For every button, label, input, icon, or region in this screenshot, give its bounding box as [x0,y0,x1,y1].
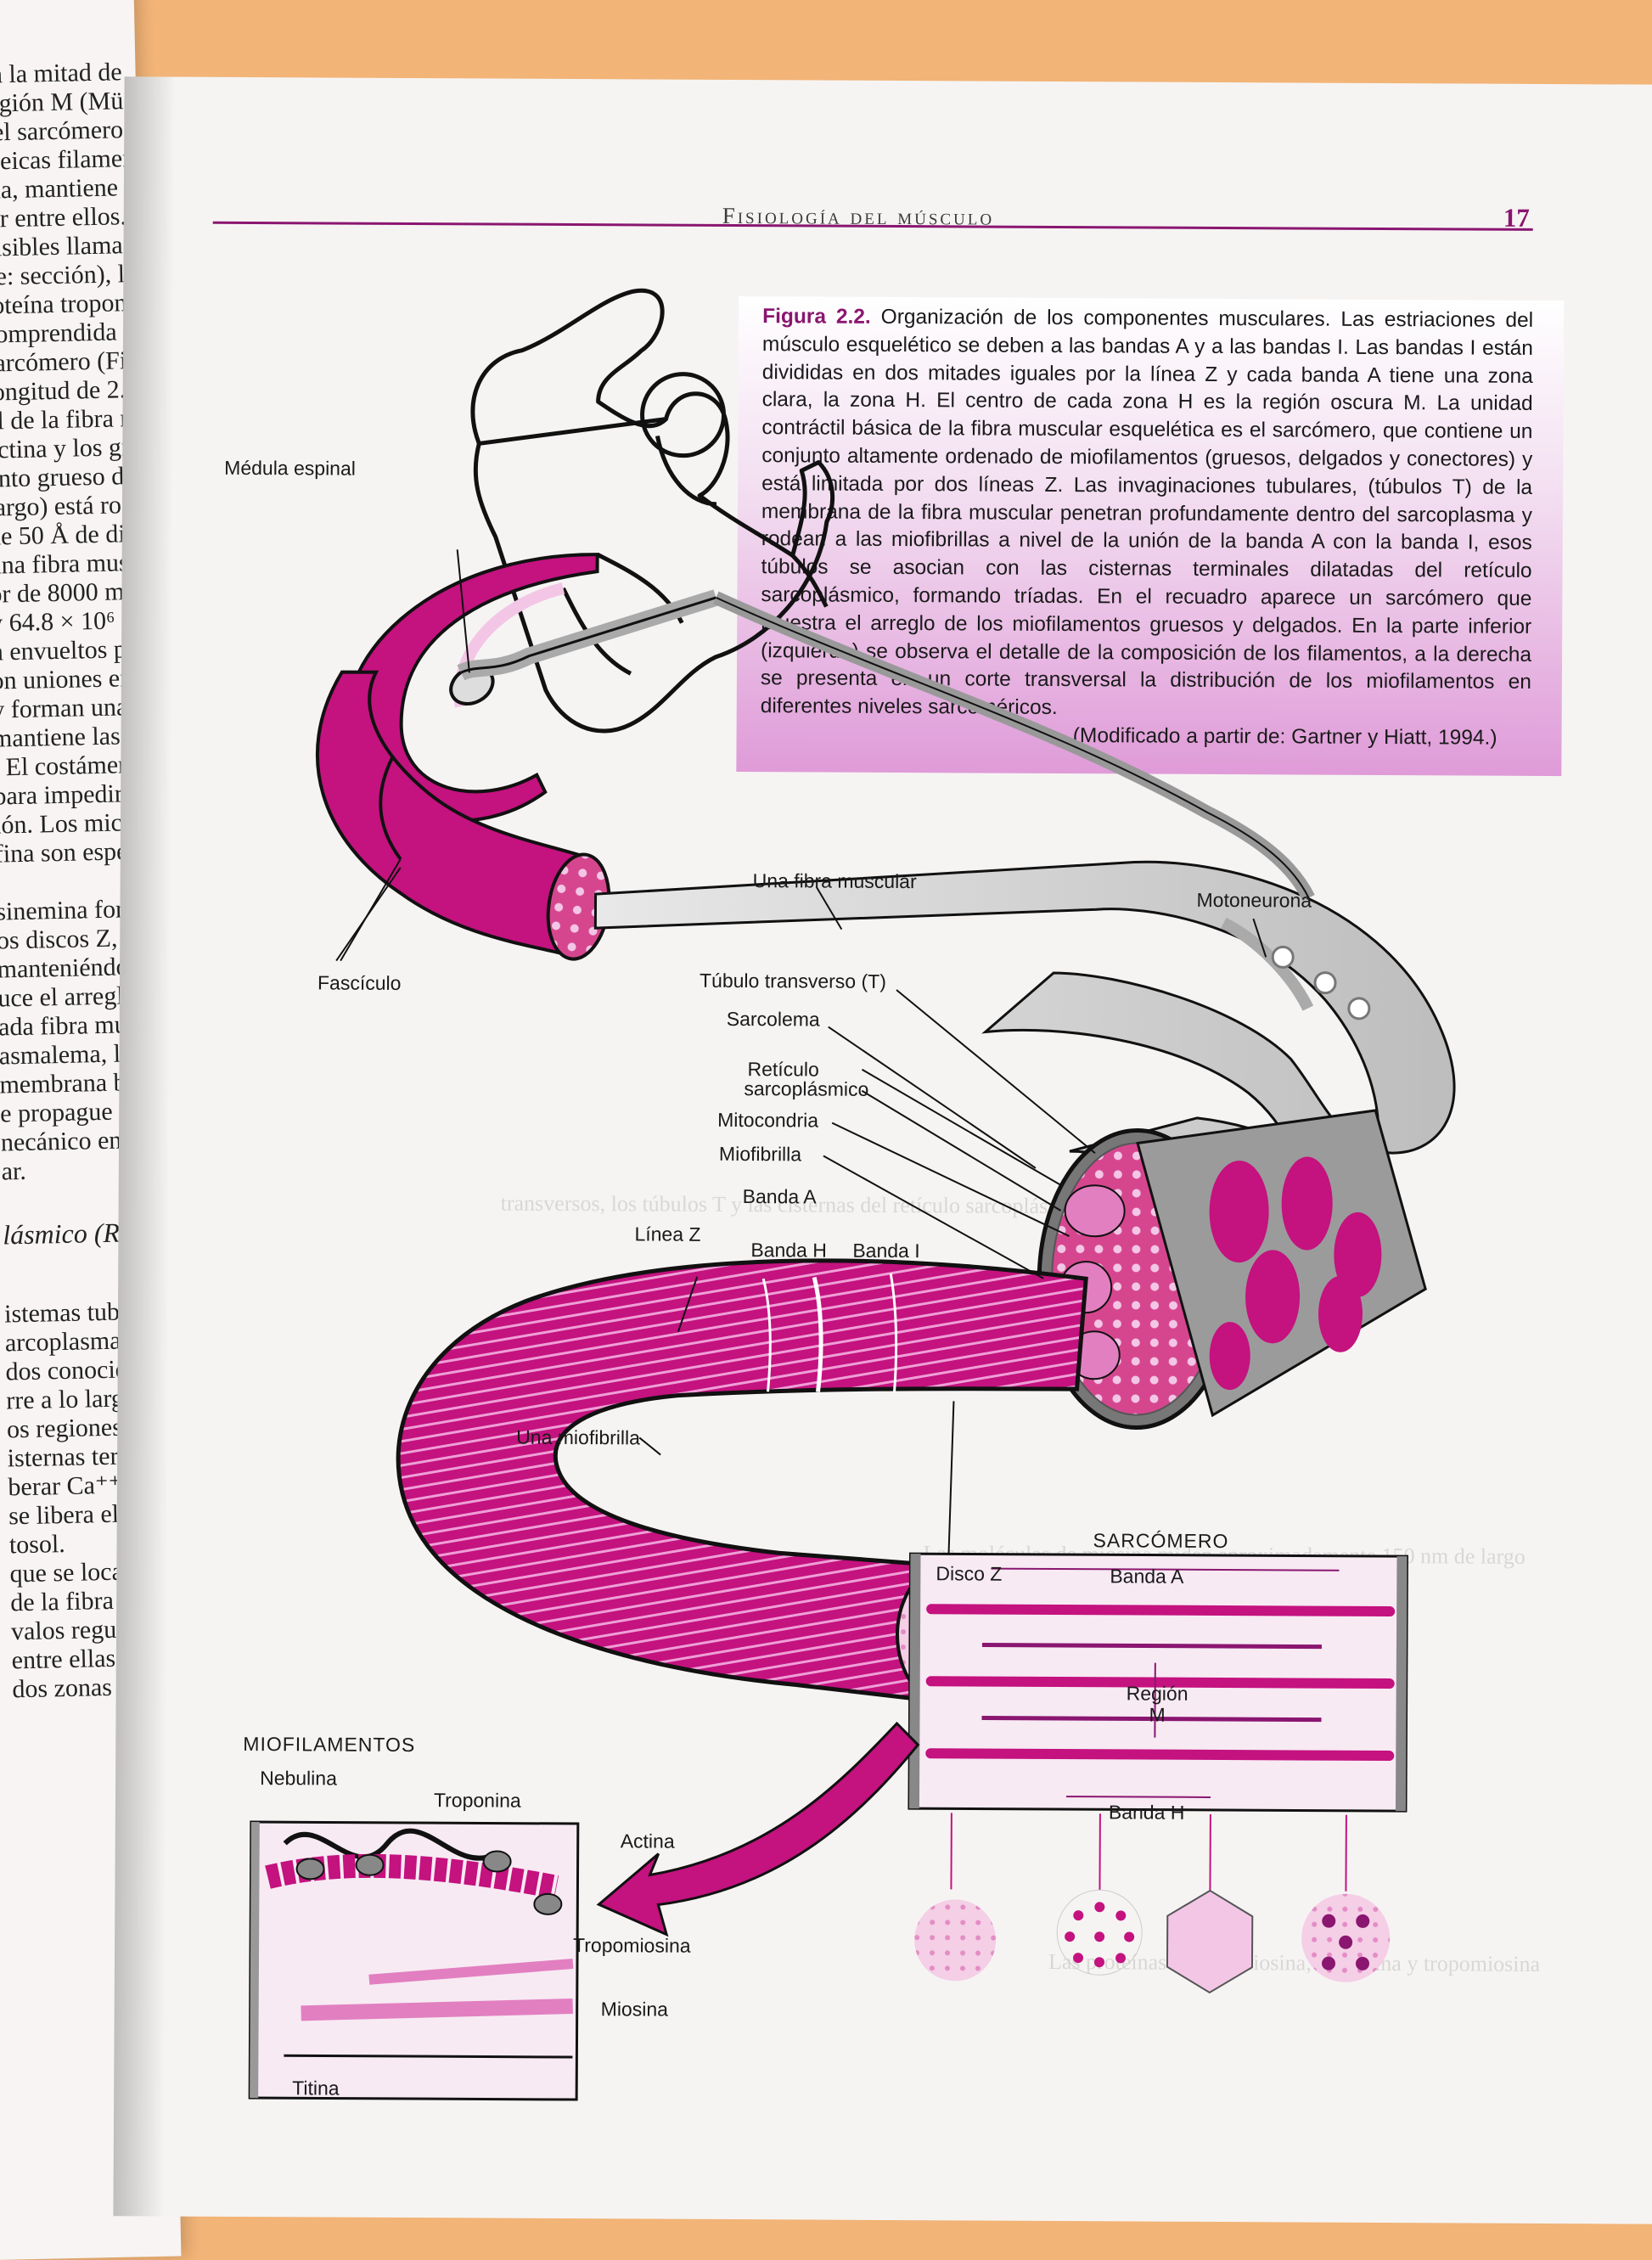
label-motoneurona: Motoneurona [1196,889,1312,913]
pointer-arrow [598,1722,918,1936]
label-una-miofibrilla: Una miofibrilla [516,1426,640,1450]
label-tubulo-transverso: Túbulo transverso (T) [700,970,886,993]
label-medula-espinal: Médula espinal [224,457,356,481]
label-disco-z: Disco Z [936,1562,1002,1585]
fiber-cross-section [1038,1109,1426,1429]
label-region-m-letter: M [1149,1704,1165,1727]
label-linea-z: Línea Z [634,1223,700,1245]
book-page: transversos, los túbulos T y las cistern… [113,76,1652,2224]
label-sarcomero: SARCÓMERO [1093,1529,1229,1553]
label-region-m: Región [1127,1682,1188,1705]
label-miofilamentos: MIOFILAMENTOS [243,1733,415,1757]
muscle-fascicle [317,672,617,963]
label-banda-h-top: Banda H [750,1239,827,1262]
nerve-section [444,596,716,712]
label-miofibrilla: Miofibrilla [719,1143,801,1167]
label-sarcolema: Sarcolema [727,1008,820,1032]
muscle-organization-diagram [113,76,1652,2224]
label-banda-a-top: Banda A [743,1185,817,1208]
label-titina: Titina [292,2077,340,2100]
label-banda-i: Banda I [852,1240,919,1262]
label-una-fibra-muscular: Una fibra muscular [753,869,917,893]
label-actina: Actina [621,1830,675,1852]
cross-section-views [914,1813,1391,1993]
label-miosina: Miosina [601,1998,668,2021]
label-tropomiosina: Tropomiosina [573,1934,691,1958]
label-mitocondria: Mitocondria [717,1109,818,1133]
label-sarcoplasmico: sarcoplásmico [744,1077,868,1101]
label-fasciculo: Fascículo [317,971,402,995]
label-nebulina: Nebulina [260,1767,337,1790]
label-banda-h: Banda H [1109,1801,1185,1824]
myofilaments-box [250,1822,578,2100]
label-troponina: Troponina [434,1789,521,1813]
label-banda-a: Banda A [1110,1565,1183,1588]
